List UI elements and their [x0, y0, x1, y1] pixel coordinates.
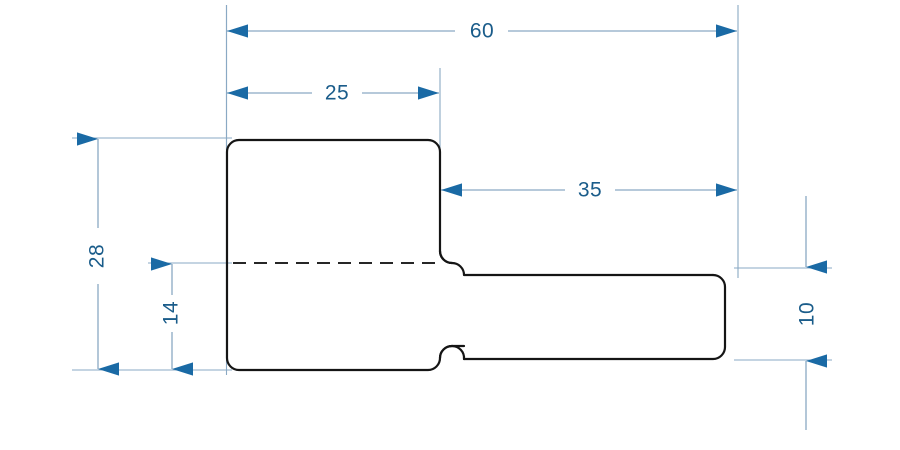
dim-label-35: 35 [578, 179, 602, 202]
shoulder-fillet-bottom [438, 344, 466, 361]
dim-label-25: 25 [325, 82, 349, 105]
dimension-lower-half-height: 14 [151, 257, 193, 376]
dim-label-14: 14 [160, 301, 183, 325]
part-outline [225, 138, 727, 372]
dim-label-28: 28 [86, 244, 109, 268]
dimension-shaft-length: 35 [441, 179, 737, 202]
dimension-overall-length: 60 [227, 20, 737, 43]
shoulder-fillet-top [438, 249, 715, 277]
dim-label-10: 10 [796, 302, 819, 326]
dim-label-60: 60 [470, 20, 494, 43]
dimension-shaft-height: 10 [796, 196, 827, 430]
dimension-block-length: 25 [227, 82, 439, 105]
shaft-right-end [462, 273, 727, 361]
dimension-overall-height: 28 [77, 132, 119, 376]
